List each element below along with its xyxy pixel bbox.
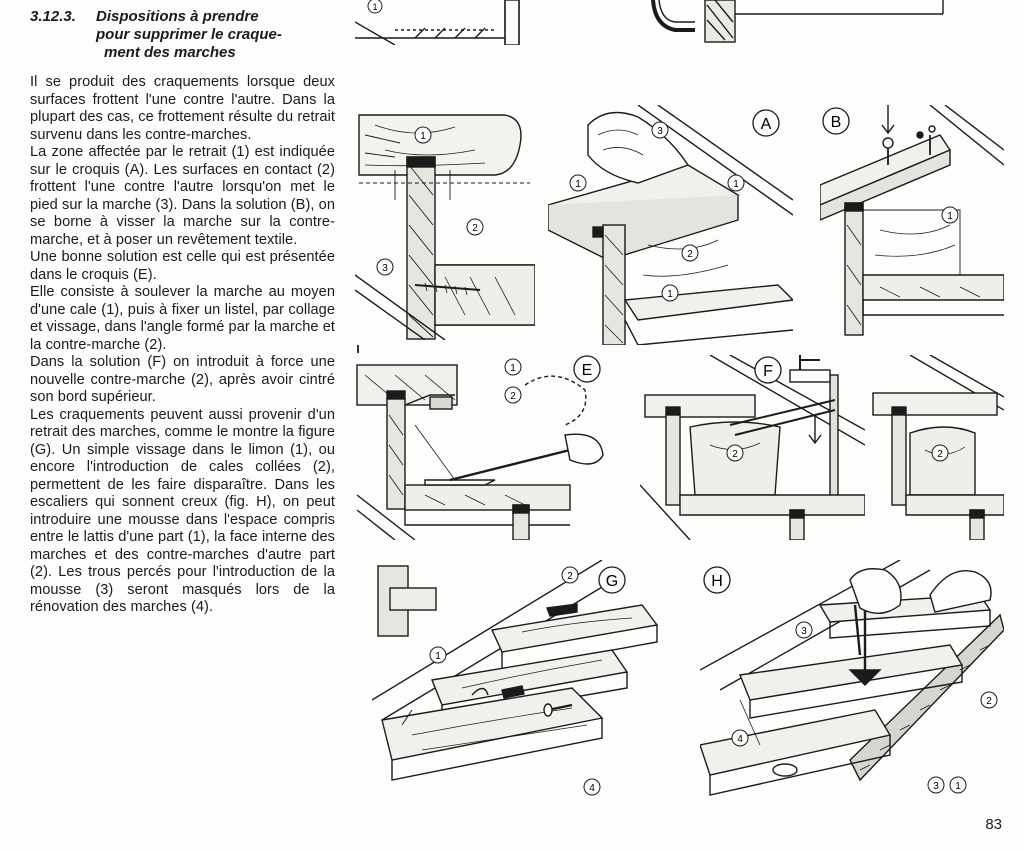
figure-label-B: B	[822, 107, 850, 135]
callout-1: 1	[504, 358, 522, 376]
callout-1b: 1	[727, 174, 745, 192]
figure-label-G: G	[598, 566, 626, 594]
figure-H: H 3 2 4 3 1	[700, 560, 1004, 800]
svg-text:1: 1	[435, 651, 441, 662]
callout-2: 2	[726, 444, 744, 462]
figure-A: A 1 3 1 2 1	[548, 105, 793, 345]
callout-2: 2	[980, 691, 998, 709]
body-text: Il se produit des craquements lorsque de…	[30, 74, 335, 617]
callout-3b: 3	[927, 776, 945, 794]
svg-text:2: 2	[986, 696, 992, 707]
text-column: 3.12.3. Dispositions à prendre pour supp…	[30, 8, 335, 617]
svg-text:H: H	[711, 573, 723, 590]
svg-text:G: G	[606, 573, 618, 590]
svg-text:1: 1	[510, 363, 516, 374]
figure-B: B 1	[820, 105, 1004, 345]
figure-G: G 1 2 4	[372, 560, 662, 800]
svg-text:2: 2	[567, 571, 573, 582]
svg-text:1: 1	[667, 289, 673, 300]
svg-text:A: A	[761, 116, 772, 133]
svg-text:1: 1	[947, 211, 953, 222]
figure-F-result: 2	[870, 355, 1004, 540]
svg-text:1: 1	[575, 179, 581, 190]
svg-text:B: B	[831, 114, 842, 131]
callout-1: 1	[569, 174, 587, 192]
page-number: 83	[985, 816, 1002, 833]
callout-3: 3	[651, 121, 669, 139]
figure-label-E: E	[573, 355, 601, 383]
callout-1: 1	[429, 646, 447, 664]
figure-E: E 1 2	[355, 355, 610, 540]
section-heading: 3.12.3. Dispositions à prendre pour supp…	[30, 8, 335, 62]
svg-text:2: 2	[472, 223, 478, 234]
paragraph-6: Les craquements peuvent aussi provenir d…	[30, 406, 335, 616]
figure-label-A: A	[752, 109, 780, 137]
svg-text:2: 2	[510, 391, 516, 402]
svg-text:1: 1	[420, 131, 426, 142]
figure-F: F 2	[640, 355, 865, 540]
paragraph-2: La zone affectée par le retrait (1) est …	[30, 144, 335, 248]
paragraph-5: Dans la solution (F) on introduit à forc…	[30, 354, 335, 405]
callout-1: 1	[941, 206, 959, 224]
callout-4: 4	[583, 778, 601, 796]
svg-text:1: 1	[955, 781, 961, 792]
figure-label-H: H	[703, 566, 731, 594]
svg-text:2: 2	[687, 249, 693, 260]
figure-cross-section-retrait: 1 2 3	[355, 105, 535, 340]
figure-top-right-cropped	[645, 0, 945, 45]
svg-text:4: 4	[737, 734, 743, 745]
figure-label-F: F	[754, 356, 782, 384]
svg-text:3: 3	[801, 626, 807, 637]
svg-text:3: 3	[933, 781, 939, 792]
svg-text:3: 3	[657, 126, 663, 137]
svg-text:1: 1	[733, 179, 739, 190]
callout-1: 1	[367, 0, 383, 14]
paragraph-1: Il se produit des craquements lorsque de…	[30, 74, 335, 143]
section-title-line-3: ment des marches	[104, 44, 236, 61]
svg-text:3: 3	[382, 263, 388, 274]
callout-2: 2	[504, 386, 522, 404]
section-title-line-1: Dispositions à prendre	[96, 8, 259, 25]
svg-text:1: 1	[372, 2, 377, 12]
callout-1c: 1	[661, 284, 679, 302]
paragraph-4: Elle consiste à soulever la marche au mo…	[30, 284, 335, 353]
svg-text:2: 2	[937, 449, 943, 460]
section-number: 3.12.3.	[30, 8, 76, 25]
callout-2: 2	[681, 244, 699, 262]
callout-4: 4	[731, 729, 749, 747]
callout-2: 2	[561, 566, 579, 584]
callout-1: 1	[949, 776, 967, 794]
section-title-line-2: pour supprimer le craque-	[96, 26, 282, 43]
callout-2: 2	[931, 444, 949, 462]
svg-text:4: 4	[589, 783, 595, 794]
svg-text:F: F	[763, 363, 773, 380]
paragraph-3: Une bonne solution est celle qui est pré…	[30, 249, 335, 283]
callout-2: 2	[466, 218, 484, 236]
figure-top-left-cropped: 1	[355, 0, 535, 45]
callout-3: 3	[376, 258, 394, 276]
callout-1: 1	[414, 126, 432, 144]
svg-text:E: E	[582, 362, 593, 379]
callout-3: 3	[795, 621, 813, 639]
margin-mark	[357, 345, 359, 353]
svg-text:2: 2	[732, 449, 738, 460]
